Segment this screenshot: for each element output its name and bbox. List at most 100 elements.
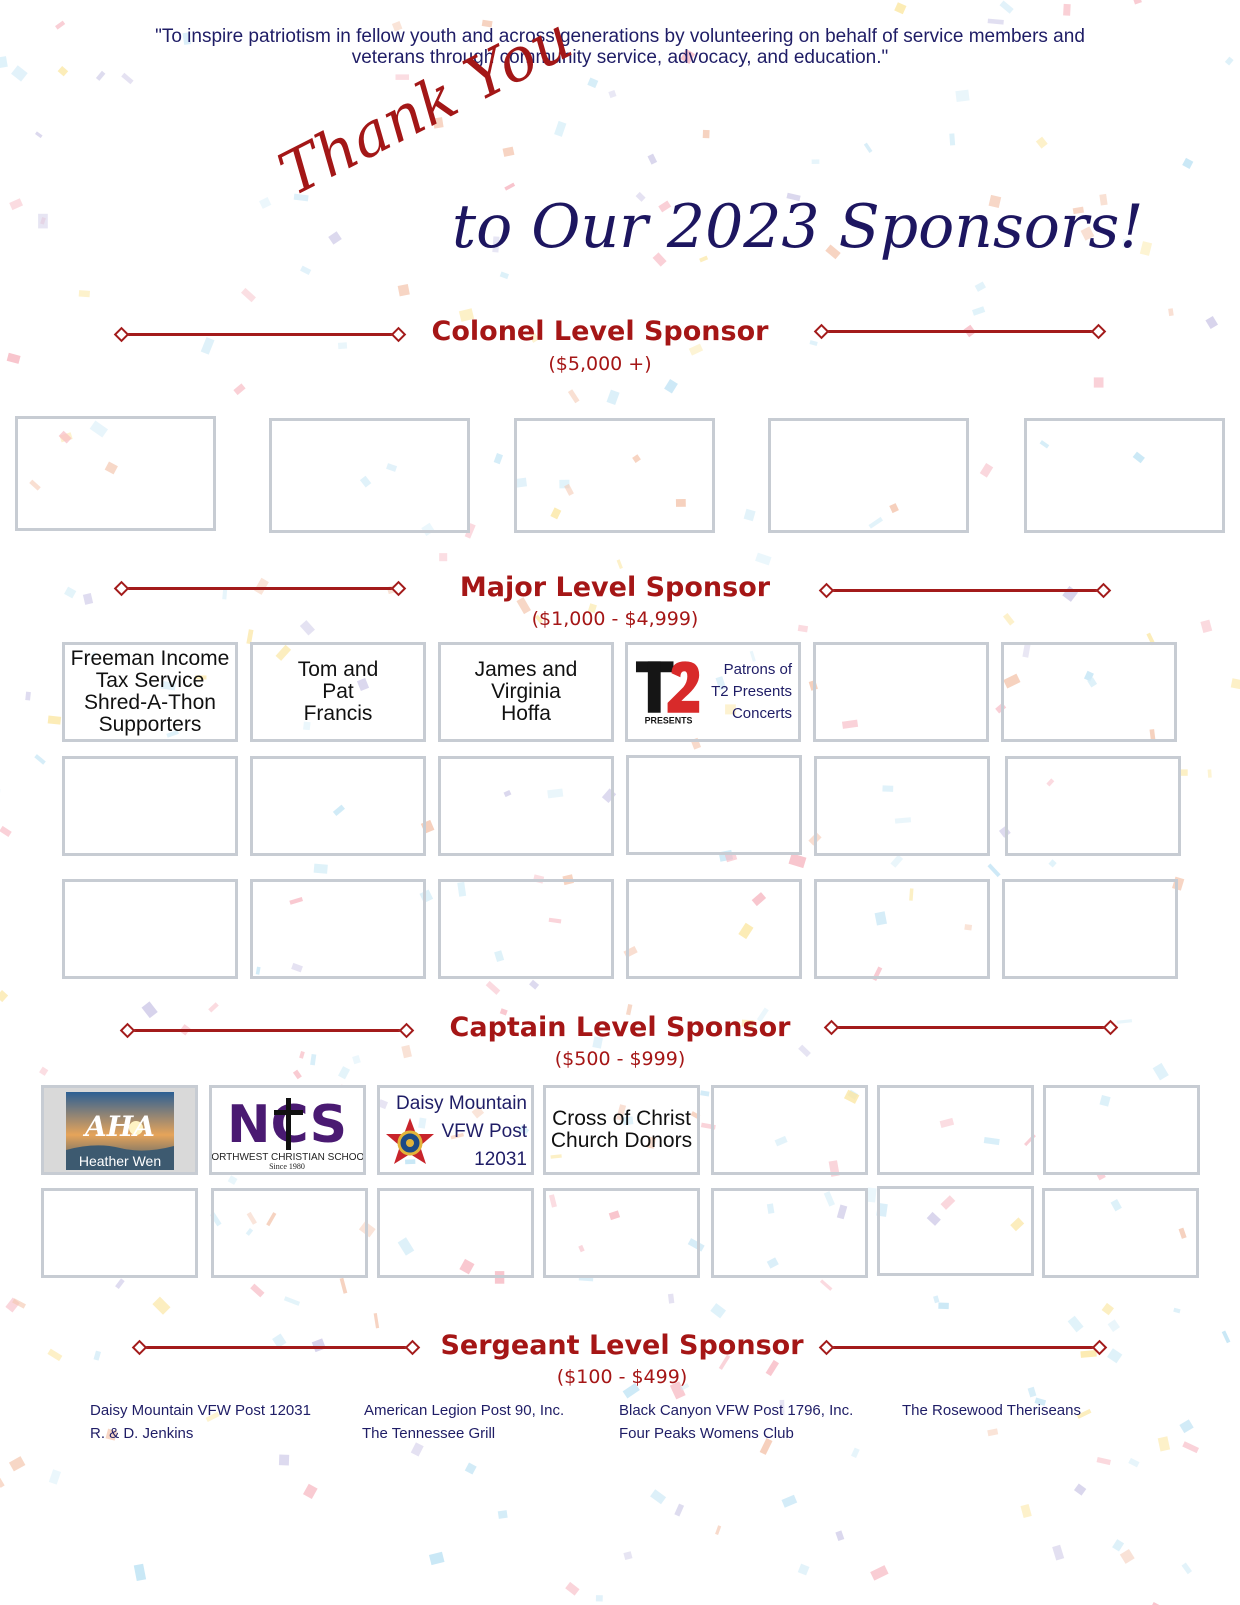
confetti-piece	[809, 340, 818, 347]
captain-range: ($500 - $999)	[554, 1048, 686, 1070]
major-sponsor-slot	[1005, 756, 1181, 856]
confetti-piece	[481, 19, 493, 28]
confetti-piece	[669, 1381, 686, 1400]
confetti-piece	[166, 729, 179, 738]
confetti-piece	[578, 1244, 585, 1253]
confetti-piece	[1027, 1386, 1037, 1398]
confetti-piece	[1107, 1348, 1123, 1364]
confetti-piece	[0, 56, 8, 69]
major-sponsor-slot	[626, 879, 802, 979]
confetti-piece	[12, 1298, 26, 1309]
confetti-piece	[999, 0, 1014, 14]
confetti-piece	[926, 1211, 941, 1226]
confetti-piece	[11, 65, 28, 82]
confetti-piece	[741, 1019, 754, 1028]
confetti-piece	[1046, 778, 1055, 787]
confetti-piece	[115, 1278, 125, 1290]
confetti-piece	[386, 463, 398, 472]
captain-sponsor-slot	[377, 1188, 534, 1278]
sergeant-sponsor: American Legion Post 90, Inc.	[364, 1402, 565, 1419]
confetti-piece	[882, 785, 894, 792]
confetti-piece	[1221, 1330, 1231, 1344]
confetti-piece	[339, 1277, 348, 1294]
major-sponsor-slot	[250, 879, 426, 979]
confetti-piece	[664, 379, 678, 394]
confetti-piece	[1039, 440, 1050, 449]
confetti-piece	[756, 1007, 769, 1022]
confetti-piece	[835, 1530, 845, 1542]
confetti-piece	[1152, 1062, 1169, 1081]
confetti-piece	[152, 1296, 171, 1315]
confetti-piece	[292, 1069, 302, 1080]
confetti-piece	[700, 1090, 710, 1097]
confetti-piece	[359, 475, 372, 488]
confetti-piece	[410, 1442, 424, 1457]
confetti-piece	[868, 516, 883, 529]
confetti-piece	[529, 979, 540, 990]
confetti-piece	[988, 194, 1002, 209]
confetti-piece	[1149, 729, 1156, 741]
confetti-piece	[675, 498, 686, 507]
confetti-piece	[1003, 612, 1015, 626]
confetti-piece	[841, 719, 859, 729]
confetti-piece	[104, 461, 118, 475]
confetti-piece	[450, 1132, 464, 1140]
confetti-piece	[1119, 1548, 1135, 1564]
confetti-piece	[458, 308, 475, 322]
confetti-piece	[38, 213, 48, 229]
confetti-piece	[738, 922, 754, 940]
confetti-piece	[674, 1503, 685, 1517]
major-sponsor-freeman: Freeman Income Tax Service Shred-A-Thon …	[62, 642, 238, 742]
confetti-piece	[1179, 769, 1188, 776]
major-sponsor-slot	[626, 755, 802, 855]
confetti-piece	[836, 1204, 848, 1220]
confetti-piece	[715, 1525, 722, 1535]
confetti-piece	[870, 1565, 889, 1581]
confetti-piece	[766, 1257, 779, 1269]
confetti-piece	[755, 552, 772, 566]
confetti-piece	[987, 1428, 999, 1437]
confetti-piece	[499, 271, 510, 280]
confetti-piece	[554, 120, 567, 137]
confetti-piece	[550, 1154, 562, 1159]
major-sponsor-slot	[814, 879, 990, 979]
confetti-piece	[587, 603, 597, 614]
confetti-piece	[1022, 643, 1031, 658]
confetti-piece	[608, 1210, 621, 1221]
confetti-piece	[338, 1066, 351, 1080]
divider-line	[120, 587, 400, 590]
sergeant-sponsor: Daisy Mountain VFW Post 12031	[90, 1402, 311, 1419]
confetti-piece	[616, 559, 623, 570]
confetti-piece	[798, 1044, 811, 1058]
confetti-piece	[1076, 1408, 1092, 1419]
confetti-piece	[502, 146, 515, 157]
confetti-piece	[1179, 1419, 1194, 1434]
confetti-piece	[1003, 673, 1021, 689]
confetti-piece	[439, 553, 448, 562]
confetti-piece	[291, 962, 303, 973]
confetti-piece	[497, 1510, 508, 1519]
confetti-piece	[933, 1295, 940, 1304]
confetti-piece	[658, 200, 672, 213]
confetti-piece	[625, 1004, 633, 1016]
confetti-piece	[516, 597, 531, 615]
confetti-piece	[272, 1333, 287, 1349]
confetti-piece	[246, 1211, 257, 1225]
confetti-piece	[797, 624, 809, 633]
confetti-piece	[529, 332, 539, 343]
captain-sponsor-slot	[1042, 1188, 1199, 1278]
confetti-piece	[0, 989, 9, 1003]
confetti-piece	[940, 1195, 956, 1210]
confetti-piece	[781, 1494, 798, 1508]
confetti-piece	[797, 1563, 810, 1576]
confetti-piece	[687, 1238, 705, 1252]
colonel-sponsor-slot	[15, 416, 216, 531]
confetti-piece	[25, 691, 31, 701]
sergeant-sponsor: The Tennessee Grill	[362, 1425, 496, 1442]
captain-sponsor-slot	[877, 1085, 1034, 1175]
confetti-piece	[909, 888, 914, 901]
divider-line	[138, 1346, 414, 1349]
confetti-piece	[578, 1277, 594, 1282]
confetti-piece	[289, 896, 304, 905]
